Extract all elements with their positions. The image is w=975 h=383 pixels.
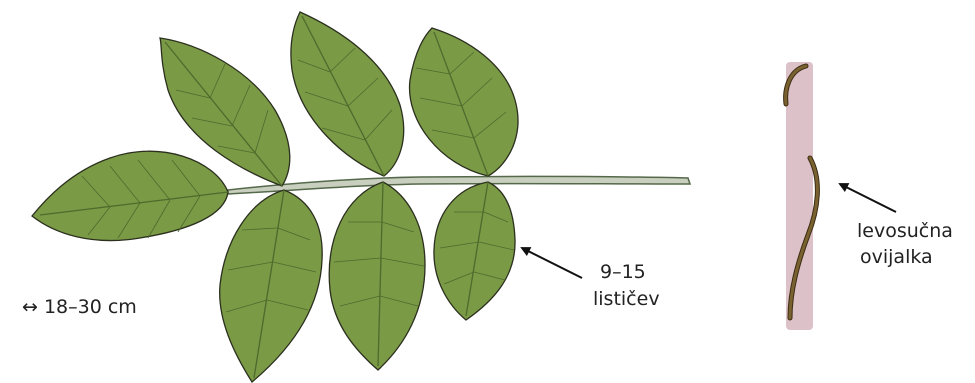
leaflet-upper-3 <box>410 28 518 176</box>
leaflets-arrow <box>522 248 582 278</box>
leaflet-lower-2 <box>329 182 425 370</box>
tendril-label-line2: ovijalka <box>860 246 933 268</box>
support-stem <box>786 62 813 330</box>
tendril-arrow <box>840 184 896 212</box>
tendril-label-line1: levosučna <box>857 220 953 242</box>
rachis <box>228 176 690 194</box>
leaflets-count-label: 9–15 <box>600 261 646 283</box>
leaflet-lower-1 <box>220 190 323 382</box>
size-label: ↔ 18–30 cm <box>22 296 137 318</box>
leaflet-lower-3 <box>434 182 515 320</box>
leaflets-word-label: lističev <box>593 288 660 310</box>
leaflet-terminal <box>32 151 228 240</box>
leaflet-upper-2 <box>291 12 404 176</box>
